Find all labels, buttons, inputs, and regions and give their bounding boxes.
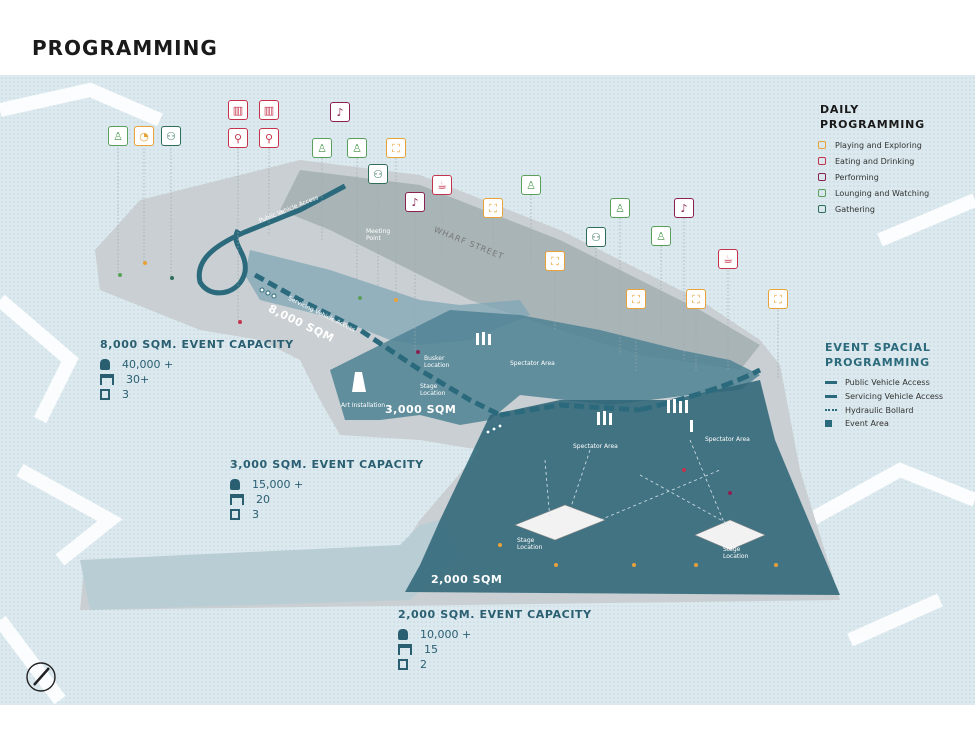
spectator-area-label: Spectator Area [705,436,750,443]
stage-row: 3 [230,507,424,522]
gathering-icon: ⚇ [368,164,388,184]
coffee-icon: ☕ [718,249,738,269]
lounging-icon: ♙ [610,198,630,218]
capacity-block-2000: 2,000 SQM. EVENT CAPACITY 10,000 + 15 2 [398,608,592,672]
swing-icon: ⛶ [386,138,406,158]
legend-item-playing: Playing and Exploring [818,139,922,151]
stage-platforms [514,504,766,551]
people-row: 40,000 + [100,357,294,372]
person-icon [398,629,408,640]
hydraulic-bollards [259,287,503,435]
capacity-block-8000: 8,000 SQM. EVENT CAPACITY 40,000 + 30+ 3 [100,338,294,402]
legend-item-gathering: Gathering [818,203,875,215]
legend-item-lounging: Lounging and Watching [818,187,929,199]
legend-swatch [818,141,826,149]
lounging-icon: ♙ [312,138,332,158]
swing-icon: ⛶ [626,289,646,309]
legend-item-performing: Performing [818,171,879,183]
performing-icon: ♪ [405,192,425,212]
legend-swatch [818,189,826,197]
shelter-row: 20 [230,492,424,507]
coffee-icon: ☕ [432,175,452,195]
performing-icon: ♪ [330,102,350,122]
dotted-line-icon [825,409,837,411]
people-figures [352,332,693,432]
capacity-title: 8,000 SQM. EVENT CAPACITY [100,338,294,351]
stage-icon [230,509,240,520]
shelter-icon [398,644,412,655]
capacity-title: 3,000 SQM. EVENT CAPACITY [230,458,424,471]
playing-icon: ◔ [134,126,154,146]
people-row: 15,000 + [230,477,424,492]
servicing-vehicle-route-east [639,367,762,413]
capacity-title: 2,000 SQM. EVENT CAPACITY [398,608,592,621]
area-3000-label: 3,000 SQM [385,403,457,416]
dining-icon: ⚲ [259,128,279,148]
swing-icon: ⛶ [768,289,788,309]
lounging-icon: ♙ [108,126,128,146]
people-row: 10,000 + [398,627,592,642]
spectator-area-label: Spectator Area [573,443,618,450]
capacity-block-3000: 3,000 SQM. EVENT CAPACITY 15,000 + 20 3 [230,458,424,522]
context-roads [0,82,975,705]
drink-icon: ▥ [228,100,248,120]
gathering-icon: ⚇ [586,227,606,247]
lounging-icon: ♙ [651,226,671,246]
page-title: PROGRAMMING [32,36,218,60]
performing-icon: ♪ [674,198,694,218]
lounging-icon: ♙ [521,175,541,195]
drink-icon: ▥ [259,100,279,120]
stage-icon [398,659,408,670]
shelter-row: 30+ [100,372,294,387]
area-2000-label: 2,000 SQM [431,573,503,586]
stage-row: 2 [398,657,592,672]
swing-icon: ⛶ [686,289,706,309]
legend-swatch [818,157,826,165]
spectator-area-label: Spectator Area [510,360,555,367]
public-vehicle-route [196,183,347,296]
person-icon [230,479,240,490]
legend-bollard: Hydraulic Bollard [825,404,913,416]
legend-swatch [818,205,826,213]
event-area-3000 [330,310,760,425]
person-icon [100,359,110,370]
leader-lines [117,148,779,378]
activity-dots [118,261,778,567]
shelter-icon [100,374,114,385]
solid-line-icon [825,380,837,384]
event-area-swatch [825,419,832,427]
legend-event-area: Event Area [825,417,889,429]
art-installation-label: Art Installation [341,402,386,409]
pier [80,520,460,610]
daily-legend-title: DAILY PROGRAMMING [820,103,925,131]
legend-servicing-vehicle: Servicing Vehicle Access [825,390,943,402]
swing-icon: ⛶ [545,251,565,271]
tree-strip [280,170,760,370]
north-arrow [26,662,56,692]
dining-icon: ⚲ [228,128,248,148]
lounging-icon: ♙ [347,138,367,158]
legend-swatch [818,173,826,181]
shelter-icon [230,494,244,505]
event-legend-title: EVENT SPACIAL PROGRAMMING [825,341,931,369]
sight-lines [544,439,731,526]
dashed-line-icon [825,394,837,398]
shelter-row: 15 [398,642,592,657]
legend-public-vehicle: Public Vehicle Access [825,376,930,388]
stage-row: 3 [100,387,294,402]
stage-icon [100,389,110,400]
site-map [0,75,975,705]
legend-item-eating: Eating and Drinking [818,155,914,167]
gathering-icon: ⚇ [161,126,181,146]
swing-icon: ⛶ [483,198,503,218]
servicing-vehicle-route [253,272,502,418]
